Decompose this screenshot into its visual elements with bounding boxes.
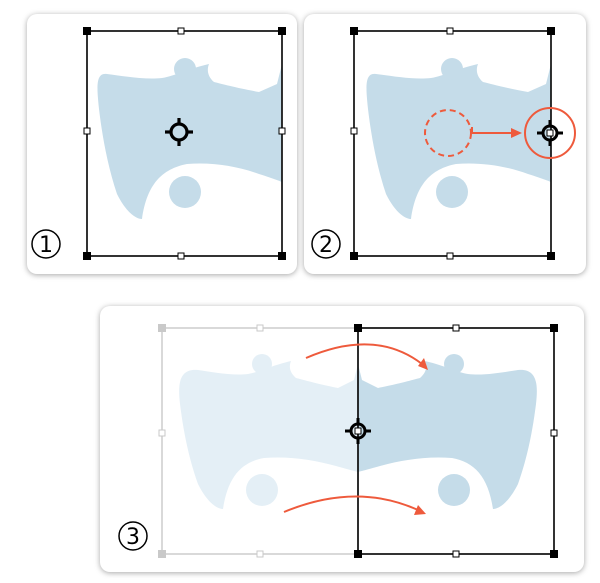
handle-left-mid[interactable] bbox=[350, 127, 358, 135]
handle-bottom-left[interactable] bbox=[83, 252, 91, 260]
handle-bottom-right[interactable] bbox=[278, 252, 286, 260]
crosshair-target-icon[interactable] bbox=[165, 118, 193, 146]
mirrored-shape bbox=[358, 354, 537, 509]
move-arrow bbox=[471, 127, 522, 138]
lower-dot bbox=[436, 176, 468, 208]
handle-left-mid[interactable] bbox=[83, 127, 91, 135]
resize-handles[interactable] bbox=[83, 27, 286, 260]
handle-bottom-mid[interactable] bbox=[452, 550, 460, 558]
handle-top-left[interactable] bbox=[350, 27, 358, 35]
lower-dot bbox=[169, 176, 201, 208]
step-number: 1 bbox=[39, 233, 53, 258]
step-1-canvas: 1 bbox=[31, 27, 286, 260]
crosshair-target-icon[interactable] bbox=[345, 418, 371, 444]
handle-right-mid[interactable] bbox=[550, 429, 558, 437]
step-number-badge: 3 bbox=[118, 521, 148, 551]
handle-top-right[interactable] bbox=[278, 27, 286, 35]
flip-arrow-top bbox=[305, 343, 428, 370]
original-shape-faded bbox=[179, 354, 358, 509]
handle-left-mid[interactable] bbox=[354, 427, 362, 435]
resize-handles[interactable] bbox=[350, 27, 555, 260]
handle-top-left[interactable] bbox=[354, 324, 362, 332]
step-number-badge: 1 bbox=[31, 229, 61, 259]
handle-right-mid[interactable] bbox=[278, 127, 286, 135]
handle-top-left[interactable] bbox=[83, 27, 91, 35]
step-number: 2 bbox=[319, 233, 333, 258]
flip-arrow-bottom bbox=[283, 495, 426, 515]
step-3-panel: 3 bbox=[100, 306, 584, 572]
handle-top-mid[interactable] bbox=[177, 27, 185, 35]
handle-top-mid[interactable] bbox=[452, 324, 460, 332]
step-number-badge: 2 bbox=[311, 229, 341, 259]
resize-handles[interactable] bbox=[354, 324, 558, 558]
handle-right-mid[interactable] bbox=[546, 129, 554, 137]
handle-bottom-left[interactable] bbox=[350, 252, 358, 260]
step-number: 3 bbox=[126, 525, 140, 550]
handle-bottom-right[interactable] bbox=[550, 550, 558, 558]
handle-top-right[interactable] bbox=[547, 27, 555, 35]
step-2-canvas: 2 bbox=[311, 27, 576, 260]
handle-bottom-mid[interactable] bbox=[177, 252, 185, 260]
step-3-canvas: 3 bbox=[118, 324, 558, 558]
handle-top-mid[interactable] bbox=[446, 27, 454, 35]
handle-bottom-right[interactable] bbox=[547, 252, 555, 260]
new-pivot-highlight bbox=[524, 107, 576, 159]
step-1-panel: 1 bbox=[27, 14, 297, 274]
handle-top-right[interactable] bbox=[550, 324, 558, 332]
bowtie-shape bbox=[97, 58, 282, 219]
bowtie-shape bbox=[366, 58, 551, 219]
handle-bottom-left[interactable] bbox=[354, 550, 362, 558]
handle-bottom-mid[interactable] bbox=[446, 252, 454, 260]
crosshair-target-icon[interactable] bbox=[537, 120, 563, 146]
step-2-panel: 2 bbox=[304, 14, 586, 274]
